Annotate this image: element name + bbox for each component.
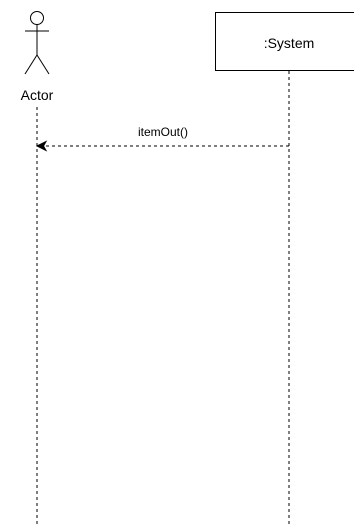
system-box[interactable] — [215, 12, 354, 71]
actor-left-leg — [24, 54, 38, 75]
actor-head — [30, 11, 44, 25]
actor-right-leg — [36, 54, 50, 75]
message-label: itemOut() — [138, 125, 188, 139]
system-label: :System — [264, 35, 315, 51]
arrowhead-icon — [35, 140, 48, 152]
actor-label: Actor — [21, 87, 54, 103]
actor-figure[interactable] — [24, 11, 50, 75]
message-itemout[interactable] — [35, 140, 289, 152]
